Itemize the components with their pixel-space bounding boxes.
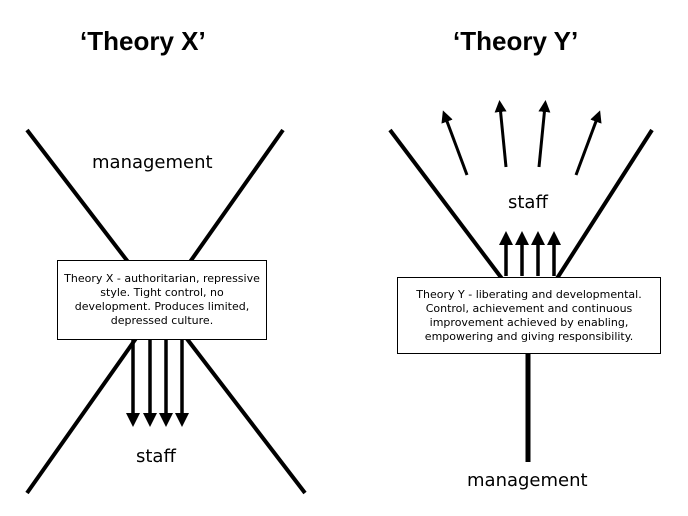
- theory-x-description-box: Theory X - authoritarian, repressive sty…: [57, 260, 267, 340]
- theory-y-fan-arrow-3: [537, 100, 551, 168]
- theory-x-staff-label: staff: [136, 446, 176, 467]
- theory-x-title: ‘Theory X’: [80, 26, 206, 56]
- theory-x-down-arrows: [126, 340, 189, 427]
- theory-y-title: ‘Theory Y’: [453, 26, 579, 56]
- theory-x-description: Theory X - authoritarian, repressive sty…: [64, 272, 260, 327]
- theory-y-fan-arrows: [441, 100, 602, 176]
- theory-y-description: Theory Y - liberating and developmental.…: [416, 287, 642, 343]
- theory-y-management-label: management: [467, 470, 588, 491]
- theory-y-v-lines: [388, 128, 654, 462]
- theory-y-line-right: [554, 128, 654, 282]
- theory-y-line-left: [388, 128, 505, 282]
- theory-y-fan-arrow-2: [494, 100, 508, 168]
- theory-y-up-arrows: [499, 231, 561, 276]
- theory-y-fan-arrow-1: [441, 110, 469, 176]
- theory-y-fan-arrow-4: [574, 110, 602, 176]
- theory-y-description-box: Theory Y - liberating and developmental.…: [397, 277, 661, 354]
- theory-y-staff-label: staff: [508, 192, 548, 213]
- theory-x-management-label: management: [92, 152, 213, 173]
